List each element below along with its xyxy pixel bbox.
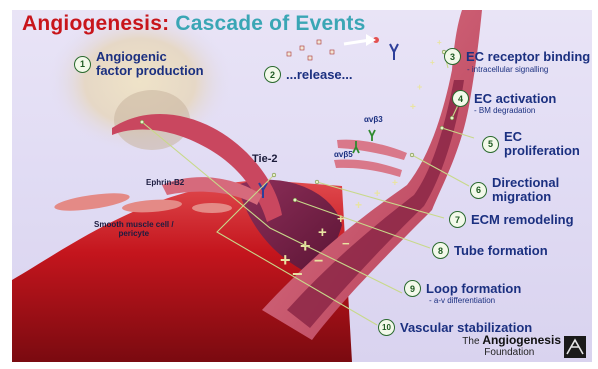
step-5-label-line-2: proliferation xyxy=(504,144,580,158)
svg-text:+: + xyxy=(410,102,416,113)
step-2-label: ...release... xyxy=(286,68,353,82)
step-5-badge: 5 xyxy=(482,136,499,153)
svg-text:+: + xyxy=(337,211,345,226)
step-8-badge: 8 xyxy=(432,242,449,259)
svg-text:+: + xyxy=(355,198,362,212)
angiogenesis-foundation-logo: The Angiogenesis Foundation xyxy=(462,335,586,358)
integrin-avb3-label: αvβ3 xyxy=(364,115,383,124)
smooth-muscle-label-line-2: pericyte xyxy=(94,229,174,238)
step-6-label-line-1: Directional xyxy=(492,176,559,190)
integrin-avb5-label: αvβ5 xyxy=(334,150,353,159)
step-9: 9 Loop formation xyxy=(404,280,521,297)
integrin-avb3-icon xyxy=(369,130,375,141)
ephrin-b2-label: Ephrin-B2 xyxy=(146,178,184,187)
step-7: 7 ECM remodeling xyxy=(449,211,574,228)
step-6-label-line-2: migration xyxy=(492,190,559,204)
tie2-label: Tie-2 xyxy=(252,155,277,164)
step-1: 1 Angiogenic factor production xyxy=(74,50,204,78)
smooth-muscle-cell-3 xyxy=(192,203,232,213)
step-3-label: EC receptor binding xyxy=(466,50,590,64)
step-3: 3 EC receptor binding xyxy=(444,48,590,65)
step-3-sub: - intracellular signalling xyxy=(467,65,548,74)
step-4-badge: 4 xyxy=(452,90,469,107)
svg-text:+: + xyxy=(417,82,422,92)
svg-text:+: + xyxy=(392,178,398,189)
step-10-badge: 10 xyxy=(378,319,395,336)
receptor-icon xyxy=(390,44,398,60)
page-title: Angiogenesis: Cascade of Events xyxy=(22,12,366,36)
step-5-label-line-1: EC xyxy=(504,130,580,144)
step-6-badge: 6 xyxy=(470,182,487,199)
svg-text:+: + xyxy=(318,224,327,241)
step-6: 6 Directional migration xyxy=(470,176,559,204)
title-part-2: Cascade of Events xyxy=(175,12,365,35)
title-part-1: Angiogenesis: xyxy=(22,12,169,35)
step-1-label-line-1: Angiogenic xyxy=(96,50,204,64)
svg-text:−: − xyxy=(314,253,323,270)
step-8-label: Tube formation xyxy=(454,244,548,258)
smooth-muscle-label-line-1: Smooth muscle cell / xyxy=(94,220,174,229)
step-2: 2 ...release... xyxy=(264,66,353,83)
smooth-muscle-label: Smooth muscle cell / pericyte xyxy=(94,220,174,238)
logo-name: Angiogenesis xyxy=(482,333,561,347)
step-4-sub: - BM degradation xyxy=(474,106,535,115)
step-4-label: EC activation xyxy=(474,92,556,106)
foundation-emblem-icon xyxy=(564,336,586,358)
illustration-panel: + + + + + + + − − − + + + + xyxy=(12,10,592,362)
logo-foundation: Foundation xyxy=(484,347,534,358)
step-9-label: Loop formation xyxy=(426,282,521,296)
svg-text:+: + xyxy=(437,38,442,47)
step-1-badge: 1 xyxy=(74,56,91,73)
step-5: 5 EC proliferation xyxy=(482,130,580,158)
svg-text:−: − xyxy=(342,236,350,251)
svg-text:+: + xyxy=(280,250,291,270)
step-4: 4 EC activation xyxy=(452,90,556,107)
smooth-muscle-cell-1 xyxy=(53,190,130,214)
step-7-badge: 7 xyxy=(449,211,466,228)
logo-the: The xyxy=(462,336,479,347)
step-7-label: ECM remodeling xyxy=(471,213,574,227)
svg-text:+: + xyxy=(300,236,311,256)
small-sprout-b xyxy=(334,159,402,177)
step-2-badge: 2 xyxy=(264,66,281,83)
step-9-badge: 9 xyxy=(404,280,421,297)
svg-text:+: + xyxy=(430,58,435,67)
step-1-label-line-2: factor production xyxy=(96,64,204,78)
step-8: 8 Tube formation xyxy=(432,242,548,259)
step-3-badge: 3 xyxy=(444,48,461,65)
step-9-sub: - a-v differentiation xyxy=(429,296,495,305)
